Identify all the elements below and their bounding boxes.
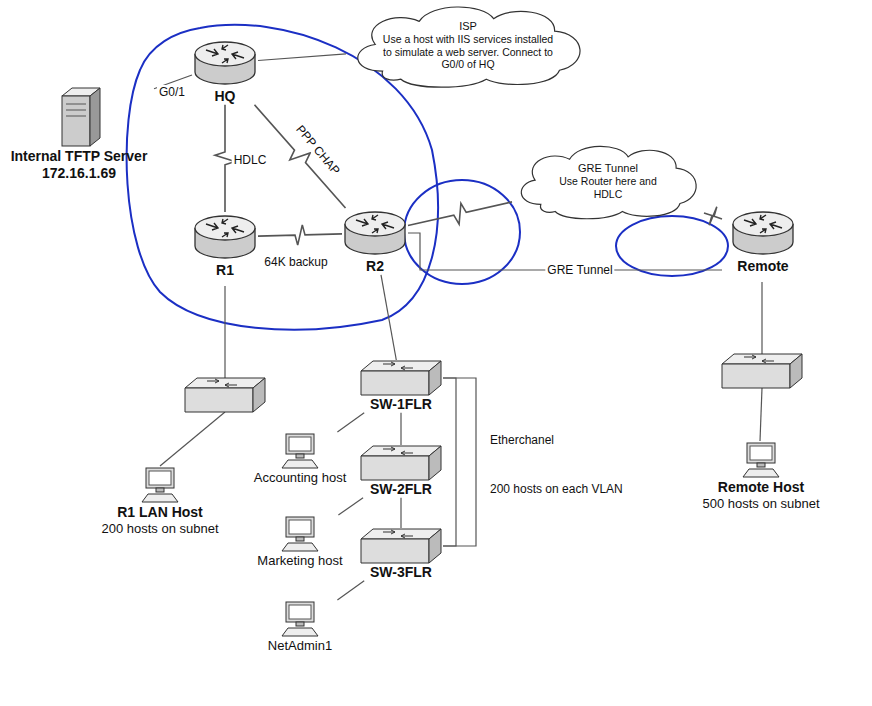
device-label: SW-1FLR <box>370 396 432 413</box>
serial-link <box>704 207 722 226</box>
device-label: NetAdmin1 <box>268 638 332 654</box>
device-label: 500 hosts on subnet <box>702 496 819 512</box>
device-label: SW-3FLR <box>370 564 432 581</box>
link-label: G0/1 <box>157 85 187 99</box>
note-label: 200 hosts on each VLAN <box>488 482 625 496</box>
link-line <box>337 581 364 600</box>
server-node: Internal TFTP Server172.16.1.69 <box>4 86 154 182</box>
link-label: 64K backup <box>262 255 329 269</box>
host-node: Remote Host500 hosts on subnet <box>676 441 846 511</box>
link-label: Etherchanel <box>488 433 556 447</box>
link-label: HDLC <box>232 153 269 167</box>
lan-wire <box>761 282 762 354</box>
cloud-note: Use a host with IIS services installed t… <box>382 33 554 71</box>
router-node: Remote <box>722 208 804 275</box>
switch-symbol <box>360 528 442 564</box>
cloud-note: Use Router here and HDLC <box>546 175 670 200</box>
device-label: R1 LAN Host <box>117 504 203 521</box>
device-label: Marketing host <box>257 553 342 569</box>
link-line <box>443 378 456 546</box>
router-node: HQ <box>192 38 258 105</box>
host-node: Accounting host <box>246 432 354 486</box>
link-label: PPP CHAP <box>292 121 344 179</box>
lan-wire <box>160 412 225 466</box>
link-line <box>381 275 396 360</box>
device-label: Remote Host <box>718 479 804 496</box>
highlight-outline <box>404 180 520 284</box>
link-line <box>338 498 363 515</box>
host-node: Marketing host <box>246 515 354 569</box>
cloud-node: GRE TunnelUse Router here and HDLC <box>512 140 704 220</box>
device-label: SW-2FLR <box>370 481 432 498</box>
link-line <box>400 498 401 528</box>
switch-node: SW-1FLR <box>359 360 443 413</box>
server-symbol <box>54 86 104 148</box>
serial-link <box>258 225 342 245</box>
switch-node: SW-3FLR <box>359 528 443 581</box>
link-label: GRE Tunnel <box>545 263 614 277</box>
link-line <box>443 378 476 546</box>
cloud-title: GRE Tunnel <box>578 162 638 175</box>
device-label: HQ <box>215 88 236 105</box>
host-node: NetAdmin1 <box>246 600 354 654</box>
device-label: R1 <box>216 262 234 279</box>
link-line <box>258 54 346 61</box>
router-symbol <box>342 208 408 258</box>
switch-symbol <box>185 378 265 412</box>
router-symbol <box>192 212 258 262</box>
device-label: Remote <box>737 258 788 275</box>
router-symbol <box>192 38 258 88</box>
switch-node: SW-2FLR <box>359 445 443 498</box>
host-symbol <box>278 515 322 553</box>
switch-symbol <box>360 445 442 481</box>
host-symbol <box>278 432 322 470</box>
highlight-outline <box>616 216 728 276</box>
host-symbol <box>739 441 783 479</box>
device-label: 172.16.1.69 <box>42 165 116 182</box>
router-symbol <box>730 208 796 258</box>
router-node: R1 <box>192 212 258 279</box>
router-node: R2 <box>342 208 408 275</box>
device-label: R2 <box>366 258 384 275</box>
lan-wire <box>760 388 762 441</box>
link-line <box>400 413 401 445</box>
device-label: Accounting host <box>254 470 347 486</box>
link-line <box>337 413 364 432</box>
device-label: 200 hosts on subnet <box>101 521 218 537</box>
switch-symbol <box>360 360 442 396</box>
cloud-node: ISPUse a host with IIS services installe… <box>346 0 590 89</box>
serial-link <box>408 202 512 226</box>
lan-wire <box>224 286 225 380</box>
cloud-title: ISP <box>459 20 477 33</box>
host-symbol <box>278 600 322 638</box>
switch-symbol <box>722 354 802 388</box>
host-symbol <box>138 466 182 504</box>
host-node: R1 LAN Host200 hosts on subnet <box>80 466 240 536</box>
device-label: Internal TFTP Server <box>11 148 148 165</box>
